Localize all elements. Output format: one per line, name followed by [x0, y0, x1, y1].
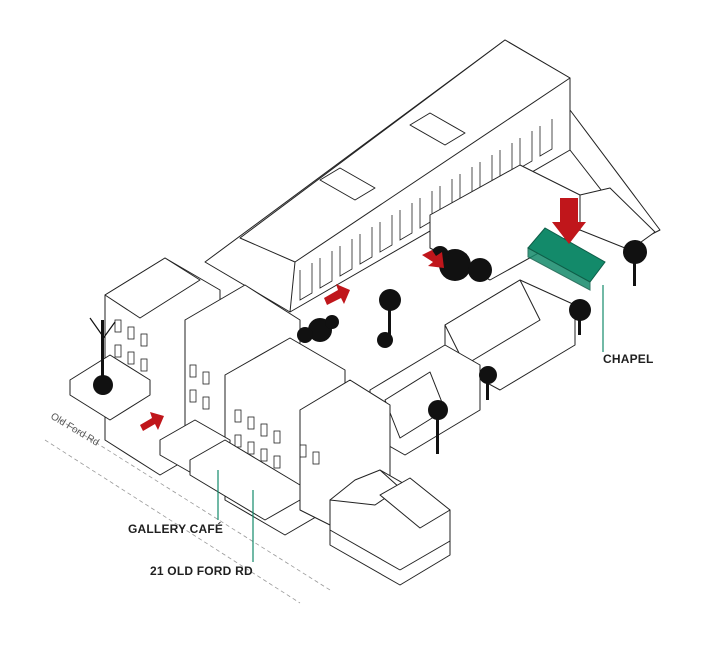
tree-icon: [89, 317, 116, 395]
road-edges: [44, 419, 331, 604]
tree-icon: [479, 366, 497, 400]
terrace-windows: [114, 319, 320, 469]
chapel-label: CHAPEL: [603, 352, 654, 366]
tree-icon: [428, 400, 448, 454]
old-ford-rd-21-label: 21 OLD FORD RD: [150, 564, 253, 578]
entrance-arrow-icon: [552, 198, 586, 244]
right-buildings: [369, 164, 656, 456]
entrance-arrow-icon: [422, 250, 444, 268]
tree-icon: [297, 315, 339, 343]
tree-icon: [623, 240, 647, 286]
back-building: [204, 39, 661, 313]
main-terrace: [69, 257, 391, 536]
road-label: Old Ford Rd: [48, 411, 100, 448]
shop-row: [329, 469, 451, 586]
tree-icon: [569, 299, 591, 335]
gallery-cafe-label: GALLERY CAFÉ: [128, 521, 223, 536]
chapel-building: [527, 227, 606, 291]
leader-lines: [217, 285, 604, 562]
entrance-arrow-icon: [324, 284, 350, 305]
entrance-arrows: [140, 198, 586, 431]
back-building-windows: [299, 119, 553, 301]
tree-icon: [377, 289, 401, 348]
entrance-arrow-icon: [140, 412, 164, 431]
